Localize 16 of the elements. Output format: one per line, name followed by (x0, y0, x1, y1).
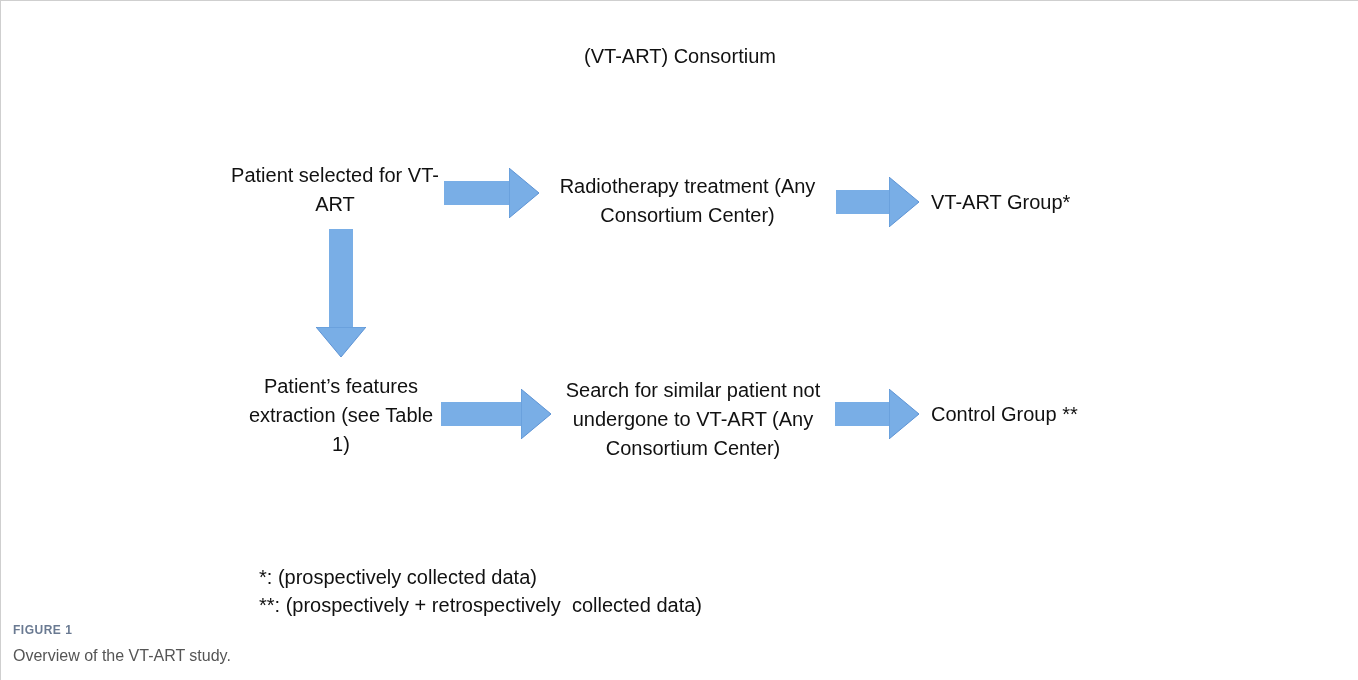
step-text: Control Group ** (931, 401, 1078, 427)
diagram-title: (VT-ART) Consortium (583, 45, 777, 68)
step-text: Radiotherapy treatment (Any Consortium Center) (558, 174, 817, 228)
step-text: Search for similar patient not undergone to VT-ART (Any Consortium Center) (564, 377, 822, 461)
block-arrow (441, 388, 552, 440)
step-text: VT-ART Group* (931, 189, 1071, 215)
figure-label: FIGURE 1 (13, 623, 73, 637)
footnote: **: (prospectively + retrospectively collected data) (259, 594, 702, 617)
step-text: Patient’s features extraction (see Table 1) (247, 373, 435, 457)
block-arrow (836, 176, 920, 228)
block-arrow (835, 388, 920, 440)
block-arrow (444, 167, 540, 219)
footnote: *: (prospectively collected data) (259, 566, 537, 589)
figure-caption: Overview of the VT-ART study. (13, 647, 231, 665)
step-text: Patient selected for VT-ART (230, 163, 440, 217)
block-arrow (315, 229, 367, 358)
